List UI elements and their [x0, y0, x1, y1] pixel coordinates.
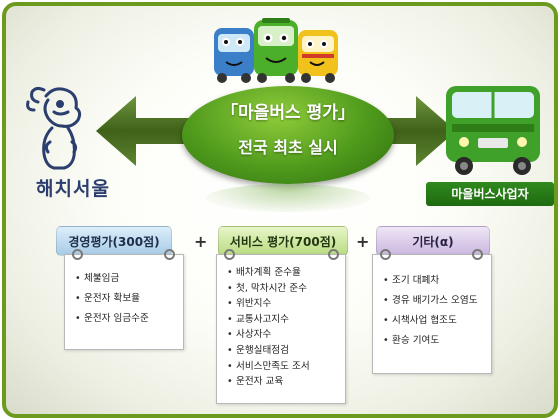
- category-service-header: 서비스 평가(700점): [218, 226, 348, 256]
- list-item: 서비스만족도 조서: [227, 359, 310, 375]
- service-items-list: 배차계획 준수율 첫, 막차시간 준수 위반지수 교통사고지수 사상자수 운행실…: [227, 265, 310, 390]
- right-entity-label: 마을버스사업자: [426, 182, 554, 206]
- list-item: 운전자 교육: [227, 374, 310, 390]
- list-item: 운전자 임금수준: [75, 309, 149, 329]
- list-item: 체불임금: [75, 269, 149, 289]
- category-other-header: 기타(α): [376, 226, 490, 256]
- plus-operator-2: +: [356, 232, 370, 251]
- list-item: 환승 기여도: [383, 331, 478, 351]
- binder-ring-icon: [224, 249, 235, 260]
- service-items-panel: 배차계획 준수율 첫, 막차시간 준수 위반지수 교통사고지수 사상자수 운행실…: [216, 254, 346, 404]
- center-oval: [182, 86, 394, 184]
- left-entity-label: 해치서울: [36, 178, 110, 200]
- binder-ring-icon: [72, 249, 83, 260]
- list-item: 운전자 확보율: [75, 289, 149, 309]
- green-bus-icon: [446, 86, 540, 175]
- plus-operator-1: +: [194, 232, 208, 251]
- binder-ring-icon: [472, 249, 483, 260]
- list-item: 배차계획 준수율: [227, 265, 310, 281]
- management-items-panel: 체불임금 운전자 확보율 운전자 임금수준: [64, 254, 184, 350]
- list-item: 사상자수: [227, 327, 310, 343]
- binder-ring-icon: [164, 249, 175, 260]
- list-item: 위반지수: [227, 296, 310, 312]
- oval-reflection: [206, 184, 370, 212]
- binder-ring-icon: [380, 249, 391, 260]
- management-items-list: 체불임금 운전자 확보율 운전자 임금수준: [75, 269, 149, 329]
- list-item: 경유 배기가스 오염도: [383, 291, 478, 311]
- list-item: 조기 대폐차: [383, 271, 478, 291]
- haechi-icon: [26, 86, 82, 170]
- center-subtitle: 전국 최초 실시: [238, 138, 338, 157]
- other-items-list: 조기 대폐차 경유 배기가스 오염도 시책사업 협조도 환승 기여도: [383, 271, 478, 351]
- list-item: 첫, 막차시간 준수: [227, 281, 310, 297]
- cartoon-buses-illustration: [214, 18, 338, 83]
- list-item: 교통사고지수: [227, 312, 310, 328]
- list-item: 시책사업 협조도: [383, 311, 478, 331]
- other-items-panel: 조기 대폐차 경유 배기가스 오염도 시책사업 협조도 환승 기여도: [372, 254, 492, 374]
- list-item: 운행실태점검: [227, 343, 310, 359]
- center-title: 「마을버스 평가」: [221, 103, 355, 123]
- binder-ring-icon: [328, 249, 339, 260]
